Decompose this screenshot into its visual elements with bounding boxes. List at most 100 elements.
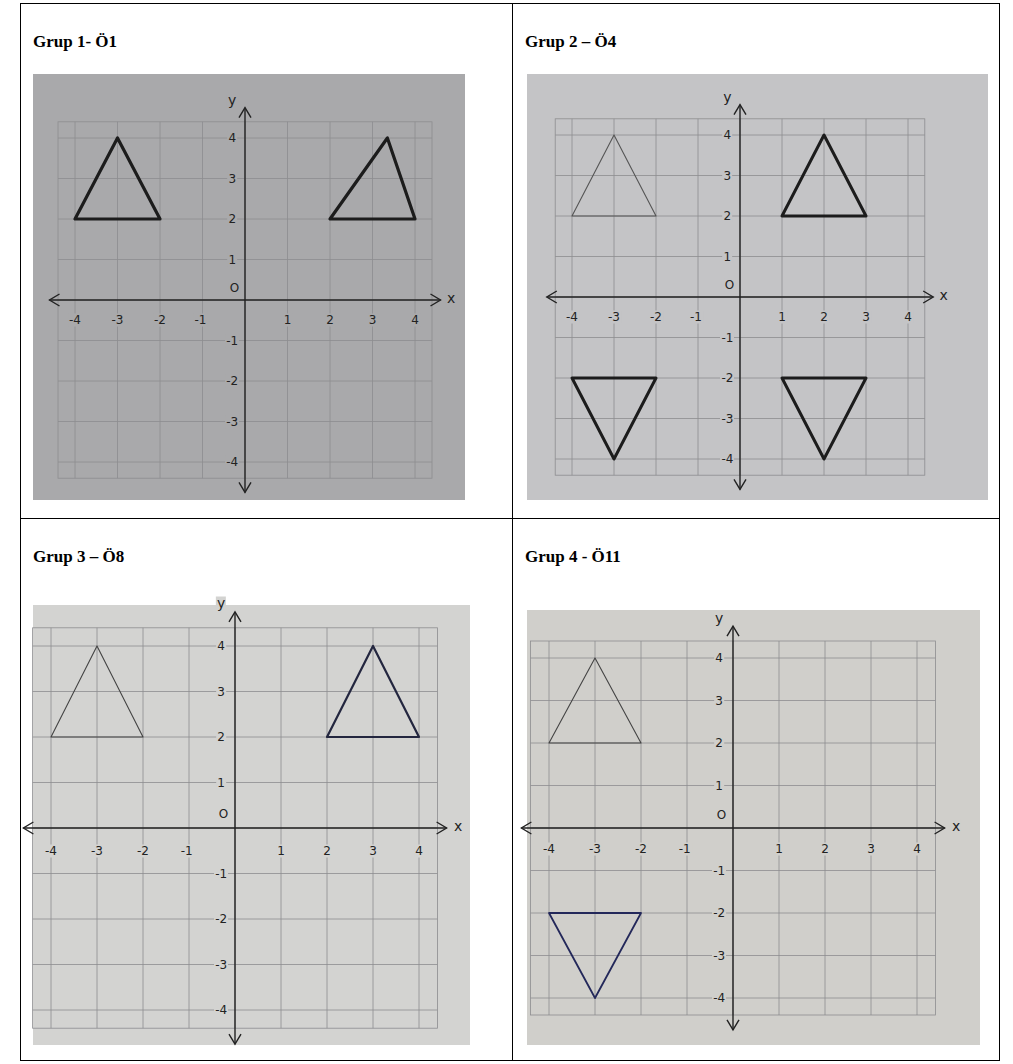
axis-arrowhead <box>521 822 531 834</box>
axis-arrowhead <box>935 822 945 834</box>
origin-label: O <box>218 808 229 821</box>
axis-arrowhead <box>23 822 33 834</box>
triangle <box>51 646 143 737</box>
tick-number: -1 <box>712 864 726 877</box>
y-axis <box>739 105 740 490</box>
tick-number: 3 <box>861 311 871 324</box>
photo-background <box>33 605 470 1045</box>
tick-number: 3 <box>368 314 378 327</box>
tick-number: -3 <box>588 843 602 856</box>
tick-number: -4 <box>712 992 726 1005</box>
tick-number: -2 <box>225 375 239 388</box>
triangle <box>572 378 656 459</box>
tick-number: 3 <box>368 844 378 857</box>
group-heading: Grup 2 – Ö4 <box>525 32 616 52</box>
tick-number: 2 <box>820 843 830 856</box>
tick-number: 3 <box>216 685 226 698</box>
tick-number: -1 <box>180 844 194 857</box>
y-axis <box>234 612 235 1044</box>
x-axis-name: x <box>453 819 463 832</box>
triangle <box>782 378 866 459</box>
x-axis-name: x <box>446 291 456 304</box>
tick-number: -2 <box>634 843 648 856</box>
tick-number: -4 <box>565 311 579 324</box>
tick-number: 1 <box>777 311 787 324</box>
tick-number: -3 <box>712 949 726 962</box>
y-axis-name: y <box>714 611 724 624</box>
tick-number: 1 <box>227 253 237 266</box>
triangle <box>549 658 641 743</box>
table-cell: Grup 1- Ö1 <box>20 3 513 519</box>
axis-arrowhead <box>229 612 241 622</box>
group-heading: Grup 3 – Ö8 <box>33 547 124 567</box>
tick-number: 2 <box>325 314 335 327</box>
table-cell: Grup 4 - Ö11 <box>512 518 1000 1061</box>
axis-arrowhead <box>923 291 933 303</box>
triangle <box>572 135 656 216</box>
y-axis-name: y <box>722 90 732 103</box>
tick-number: -3 <box>720 412 734 425</box>
tick-number: -3 <box>225 415 239 428</box>
tick-number: -1 <box>225 334 239 347</box>
tick-number: 3 <box>227 172 237 185</box>
triangle <box>330 138 415 219</box>
axis-arrowhead <box>431 294 441 306</box>
axis-arrowhead <box>437 822 447 834</box>
triangle <box>327 646 419 737</box>
triangle <box>549 913 641 998</box>
y-axis <box>732 626 733 1030</box>
x-axis-name: x <box>939 288 949 301</box>
tick-number: 4 <box>903 311 913 324</box>
tick-number: -4 <box>68 314 82 327</box>
x-axis-name: x <box>951 819 961 832</box>
tick-number: -4 <box>225 456 239 469</box>
tick-number: -3 <box>111 314 125 327</box>
tick-number: 2 <box>723 210 733 223</box>
tick-number: -1 <box>689 311 703 324</box>
y-axis <box>244 108 245 493</box>
tick-number: -4 <box>214 1004 228 1017</box>
origin-label: O <box>716 809 727 822</box>
tick-number: 1 <box>276 844 286 857</box>
tick-number: 3 <box>714 694 724 707</box>
tick-number: 4 <box>410 314 420 327</box>
tick-number: -4 <box>720 453 734 466</box>
axis-arrowhead <box>50 294 60 306</box>
tick-number: 2 <box>227 213 237 226</box>
axis-arrowhead <box>734 479 746 489</box>
axis-arrowhead <box>727 626 739 636</box>
axis-arrowhead <box>239 482 251 492</box>
tick-number: -2 <box>712 907 726 920</box>
axis-arrowhead <box>734 105 746 115</box>
tick-number: 4 <box>216 640 226 653</box>
tick-number: -2 <box>136 844 150 857</box>
tick-number: 4 <box>414 844 424 857</box>
tick-number: -2 <box>720 372 734 385</box>
tick-number: -4 <box>44 844 58 857</box>
photo-background <box>527 74 988 500</box>
tick-number: 1 <box>774 843 784 856</box>
group-heading: Grup 1- Ö1 <box>33 32 117 52</box>
tick-number: 2 <box>216 731 226 744</box>
tick-number: 2 <box>819 311 829 324</box>
origin-label: O <box>229 281 240 294</box>
y-axis-name: y <box>227 93 237 106</box>
axis-arrowhead <box>239 108 251 118</box>
group-heading: Grup 4 - Ö11 <box>525 547 621 567</box>
tick-number: 4 <box>714 652 724 665</box>
table-cell: Grup 3 – Ö8 <box>20 518 513 1061</box>
tick-number: 2 <box>714 737 724 750</box>
tick-number: 4 <box>723 129 733 142</box>
tick-number: 3 <box>723 169 733 182</box>
tick-number: -1 <box>720 331 734 344</box>
triangle <box>75 138 160 219</box>
tick-number: -1 <box>193 314 207 327</box>
tick-number: 2 <box>322 844 332 857</box>
tick-number: 1 <box>283 314 293 327</box>
tick-number: -1 <box>678 843 692 856</box>
tick-number: -3 <box>607 311 621 324</box>
tick-number: 1 <box>723 250 733 263</box>
axis-arrowhead <box>229 1034 241 1044</box>
